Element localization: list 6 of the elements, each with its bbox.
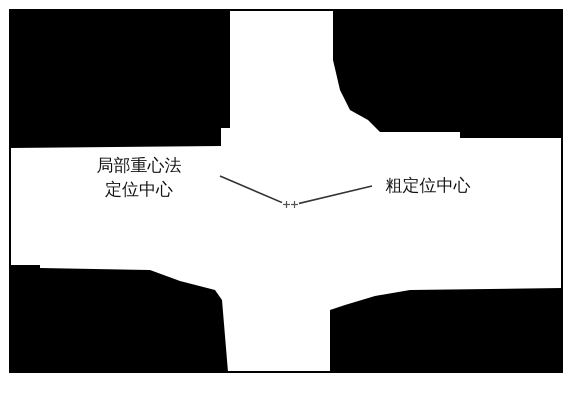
cross-mark <box>291 201 298 208</box>
cross-mark <box>283 201 290 208</box>
leader-line <box>298 185 372 204</box>
leader-line <box>220 175 282 204</box>
callout-label: 粗定位中心 <box>378 174 478 198</box>
callout-label: 局部重心法定位中心 <box>94 154 184 202</box>
